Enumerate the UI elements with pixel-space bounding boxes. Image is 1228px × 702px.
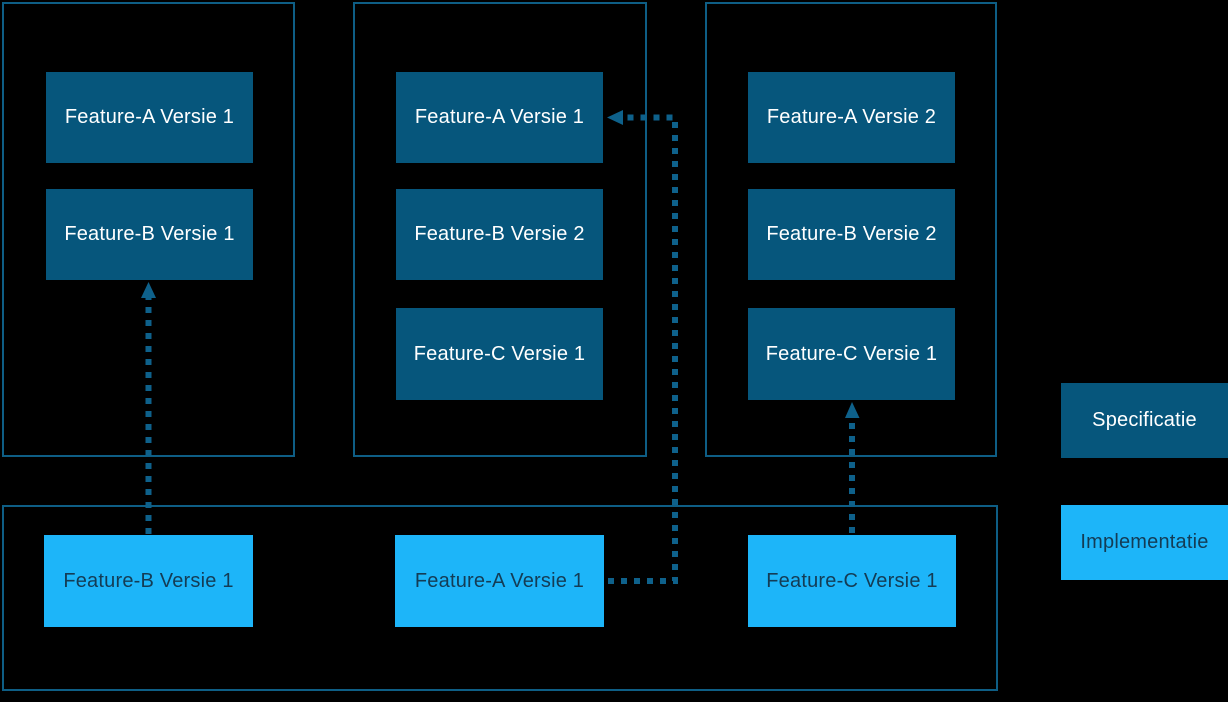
legend-specification: Specificatie <box>1061 383 1228 458</box>
spec2-feature-b-versie-2: Feature-B Versie 2 <box>396 189 603 280</box>
legend-implementation: Implementatie <box>1061 505 1228 580</box>
implementation-container <box>2 505 998 691</box>
impl-feature-c-versie-1: Feature-C Versie 1 <box>748 535 956 627</box>
impl-feature-a-versie-1: Feature-A Versie 1 <box>395 535 604 627</box>
spec3-feature-c-versie-1: Feature-C Versie 1 <box>748 308 955 400</box>
spec1-feature-a-versie-1: Feature-A Versie 1 <box>46 72 253 163</box>
spec1-feature-b-versie-1: Feature-B Versie 1 <box>46 189 253 280</box>
spec3-feature-b-versie-2: Feature-B Versie 2 <box>748 189 955 280</box>
impl-feature-b-versie-1: Feature-B Versie 1 <box>44 535 253 627</box>
spec2-feature-c-versie-1: Feature-C Versie 1 <box>396 308 603 400</box>
spec2-feature-a-versie-1: Feature-A Versie 1 <box>396 72 603 163</box>
spec3-feature-a-versie-2: Feature-A Versie 2 <box>748 72 955 163</box>
